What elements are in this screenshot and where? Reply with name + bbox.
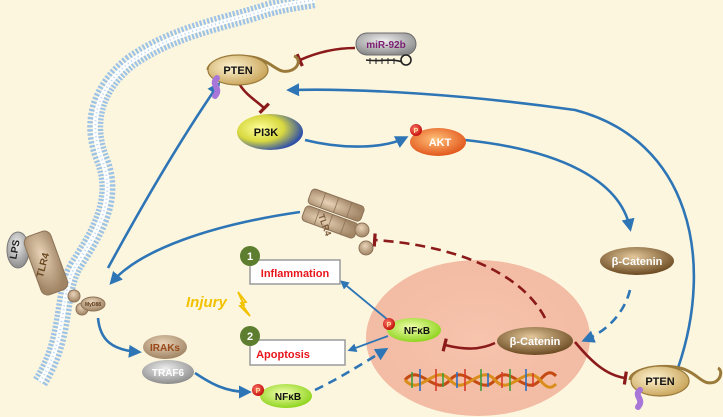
beta-catenin-nucleus-label: β-Catenin (510, 336, 561, 348)
arrow-tlr4-receptor-to-membrane (109, 210, 301, 285)
nfkb-nucleus-node: NFκB P (383, 318, 441, 342)
inhibit-mir-to-pten (295, 46, 356, 67)
beta-catenin-nucleus-node: β-Catenin (497, 327, 573, 355)
pi3k-label: PI3K (254, 127, 279, 139)
inhibit-beta-catenin-to-nfkb (441, 338, 496, 352)
traf6-label: TRAF6 (152, 368, 185, 379)
phospho-label: P (387, 322, 392, 329)
nfkb-nucleus-label: NFκB (404, 326, 430, 337)
mir-92b-label: miR-92b (366, 40, 405, 51)
inflammation-outcome: Inflammation 1 (240, 246, 341, 285)
phospho-icon (252, 384, 264, 396)
myd88-label: MyD88 (85, 302, 101, 308)
arrow-beta-catenin-to-nucleus (581, 289, 632, 343)
akt-label: AKT (429, 137, 452, 149)
pten-top-node: PTEN (206, 54, 300, 99)
arrow-membrane-to-pten (106, 81, 221, 269)
apoptosis-label: Apoptosis (256, 349, 310, 361)
arrow-pten-bottom-to-pten-top (286, 83, 696, 369)
pten-bottom-label: PTEN (645, 376, 674, 388)
beta-catenin-right-label: β-Catenin (612, 256, 663, 268)
arrow-nfkb-to-nucleus (314, 347, 389, 392)
traf6-node: TRAF6 (142, 360, 194, 384)
inflammation-number: 1 (247, 251, 253, 263)
injury-label: Injury (186, 294, 227, 311)
lps-label: LPS (8, 239, 22, 260)
iraks-label: IRAKs (150, 343, 180, 354)
arrow-pi3k-to-akt (304, 136, 409, 148)
pten-bottom-node: PTEN (628, 364, 723, 410)
iraks-node: IRAKs (143, 335, 187, 359)
inhibit-beta-catenin-to-tlr4 (372, 233, 547, 319)
inhibit-beta-catenin-to-pten (574, 341, 628, 385)
apoptosis-number: 2 (247, 331, 253, 343)
arrow-nfkb-to-inflammation (339, 280, 389, 321)
dna-helix-icon (403, 369, 558, 391)
hairpin-icon (400, 54, 412, 66)
inflammation-label: Inflammation (261, 268, 330, 280)
nfkb-cytoplasm-label: NFκB (275, 392, 301, 403)
beta-catenin-right-node: β-Catenin (600, 247, 674, 275)
lightning-icon (237, 291, 251, 317)
myd88-node: MyD88 (80, 296, 106, 312)
phospho-icon (410, 124, 422, 136)
inhibit-pten-to-pi3k (238, 84, 270, 114)
phospho-icon (383, 318, 395, 330)
phospho-label: P (414, 128, 419, 135)
arrow-traf6-to-nfkb (194, 371, 252, 399)
arrow-akt-to-beta-catenin (464, 138, 635, 232)
nfkb-cytoplasm-node: NFκB P (252, 384, 312, 408)
injury-label-group: Injury (186, 291, 251, 317)
pi3k-node: PI3K (237, 114, 303, 150)
arrow-myd88-to-iraks (96, 317, 142, 358)
phospho-label: P (256, 388, 261, 395)
arrow-nfkb-to-apoptosis (347, 335, 389, 353)
cell-membrane (33, 0, 317, 387)
apoptosis-outcome: Apoptosis 2 (240, 326, 346, 366)
tlr4-membrane-node: TLR4 (23, 230, 89, 316)
akt-node: AKT P (410, 124, 466, 156)
lps-node: LPS (6, 231, 30, 269)
mir-92b-node: miR-92b (355, 32, 417, 66)
pten-top-label: PTEN (223, 65, 252, 77)
tlr4-receptor-node: TLR4 (301, 188, 374, 256)
